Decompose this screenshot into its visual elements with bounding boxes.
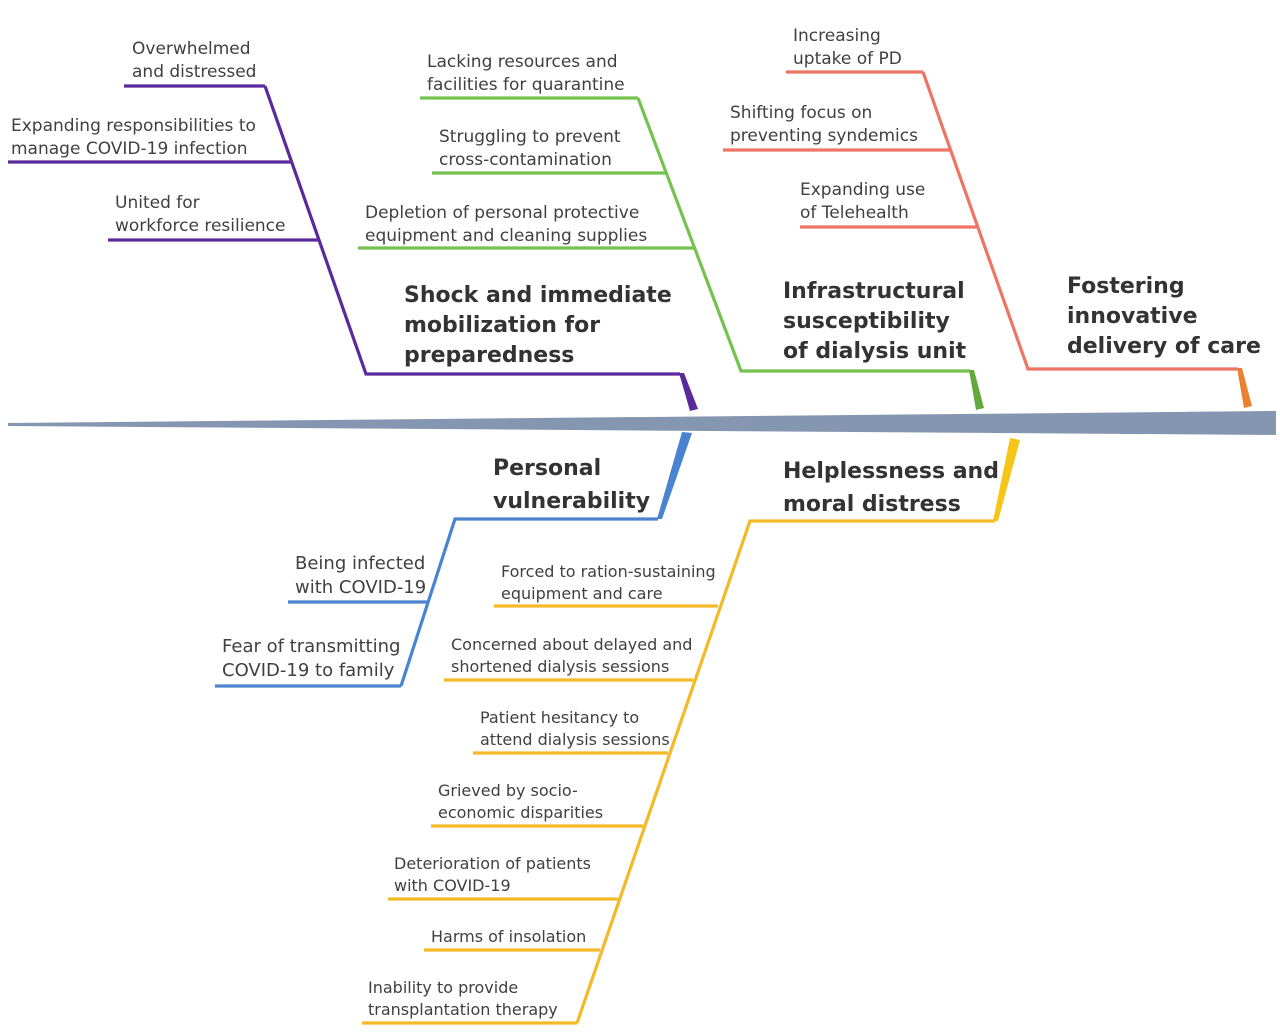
branch-infrastructure (358, 96, 970, 373)
subtheme-uptake-pd: Increasing uptake of PD (793, 26, 902, 69)
branch-helplessness (362, 519, 995, 1025)
subtheme-fear-transmitting: Fear of transmitting COVID-19 to family (222, 636, 401, 681)
subtheme-overwhelmed: Overwhelmed and distressed (132, 39, 257, 82)
subtheme-syndemics: Shifting focus on preventing syndemics (730, 103, 918, 146)
subtheme-delayed-sessions: Concerned about delayed and shortened di… (451, 635, 693, 676)
branch-personal (215, 517, 658, 688)
branch-personal-bone (399, 517, 658, 687)
branch-helplessness-tip (993, 438, 1020, 521)
theme-infrastructure: Infrastructural susceptibility of dialys… (783, 279, 967, 364)
theme-personal: Personal vulnerability (493, 456, 651, 514)
theme-fostering: Fostering innovative delivery of care (1067, 274, 1261, 359)
branch-helplessness-bone (575, 519, 995, 1024)
branch-shock (8, 84, 680, 376)
subtheme-telehealth: Expanding use of Telehealth (800, 180, 926, 223)
subtheme-depletion-ppe: Depletion of personal protective equipme… (365, 203, 648, 246)
branch-infrastructure-tip (969, 370, 984, 410)
subtheme-being-infected: Being infected with COVID-19 (295, 553, 427, 598)
subtheme-transplantation: Inability to provide transplantation the… (368, 978, 558, 1019)
subtheme-expanding-responsibilities: Expanding responsibilities to manage COV… (11, 116, 256, 159)
subtheme-socio-economic: Grieved by socio- economic disparities (438, 781, 604, 822)
branch-fostering-tip (1237, 368, 1252, 408)
branch-shock-tip (679, 373, 698, 411)
theme-shock: Shock and immediate mobilization for pre… (404, 283, 672, 368)
spine (8, 411, 1276, 435)
branch-shock-bone (263, 85, 680, 376)
subtheme-harms-insolation: Harms of insolation (431, 927, 587, 946)
subtheme-patient-hesitancy: Patient hesitancy to attend dialysis ses… (480, 708, 670, 749)
branch-fostering (723, 70, 1238, 371)
theme-helplessness: Helplessness and moral distress (783, 459, 999, 517)
subtheme-forced-ration: Forced to ration-sustaining equipment an… (501, 562, 716, 603)
branch-fostering-bone (921, 71, 1238, 371)
branch-personal-tip (657, 432, 692, 519)
branch-infrastructure-bone (636, 97, 970, 373)
subtheme-united-workforce: United for workforce resilience (115, 193, 286, 236)
subtheme-lacking-resources: Lacking resources and facilities for qua… (427, 52, 625, 95)
subtheme-cross-contamination: Struggling to prevent cross-contaminatio… (439, 127, 621, 170)
subtheme-deterioration: Deterioration of patients with COVID-19 (394, 854, 591, 895)
